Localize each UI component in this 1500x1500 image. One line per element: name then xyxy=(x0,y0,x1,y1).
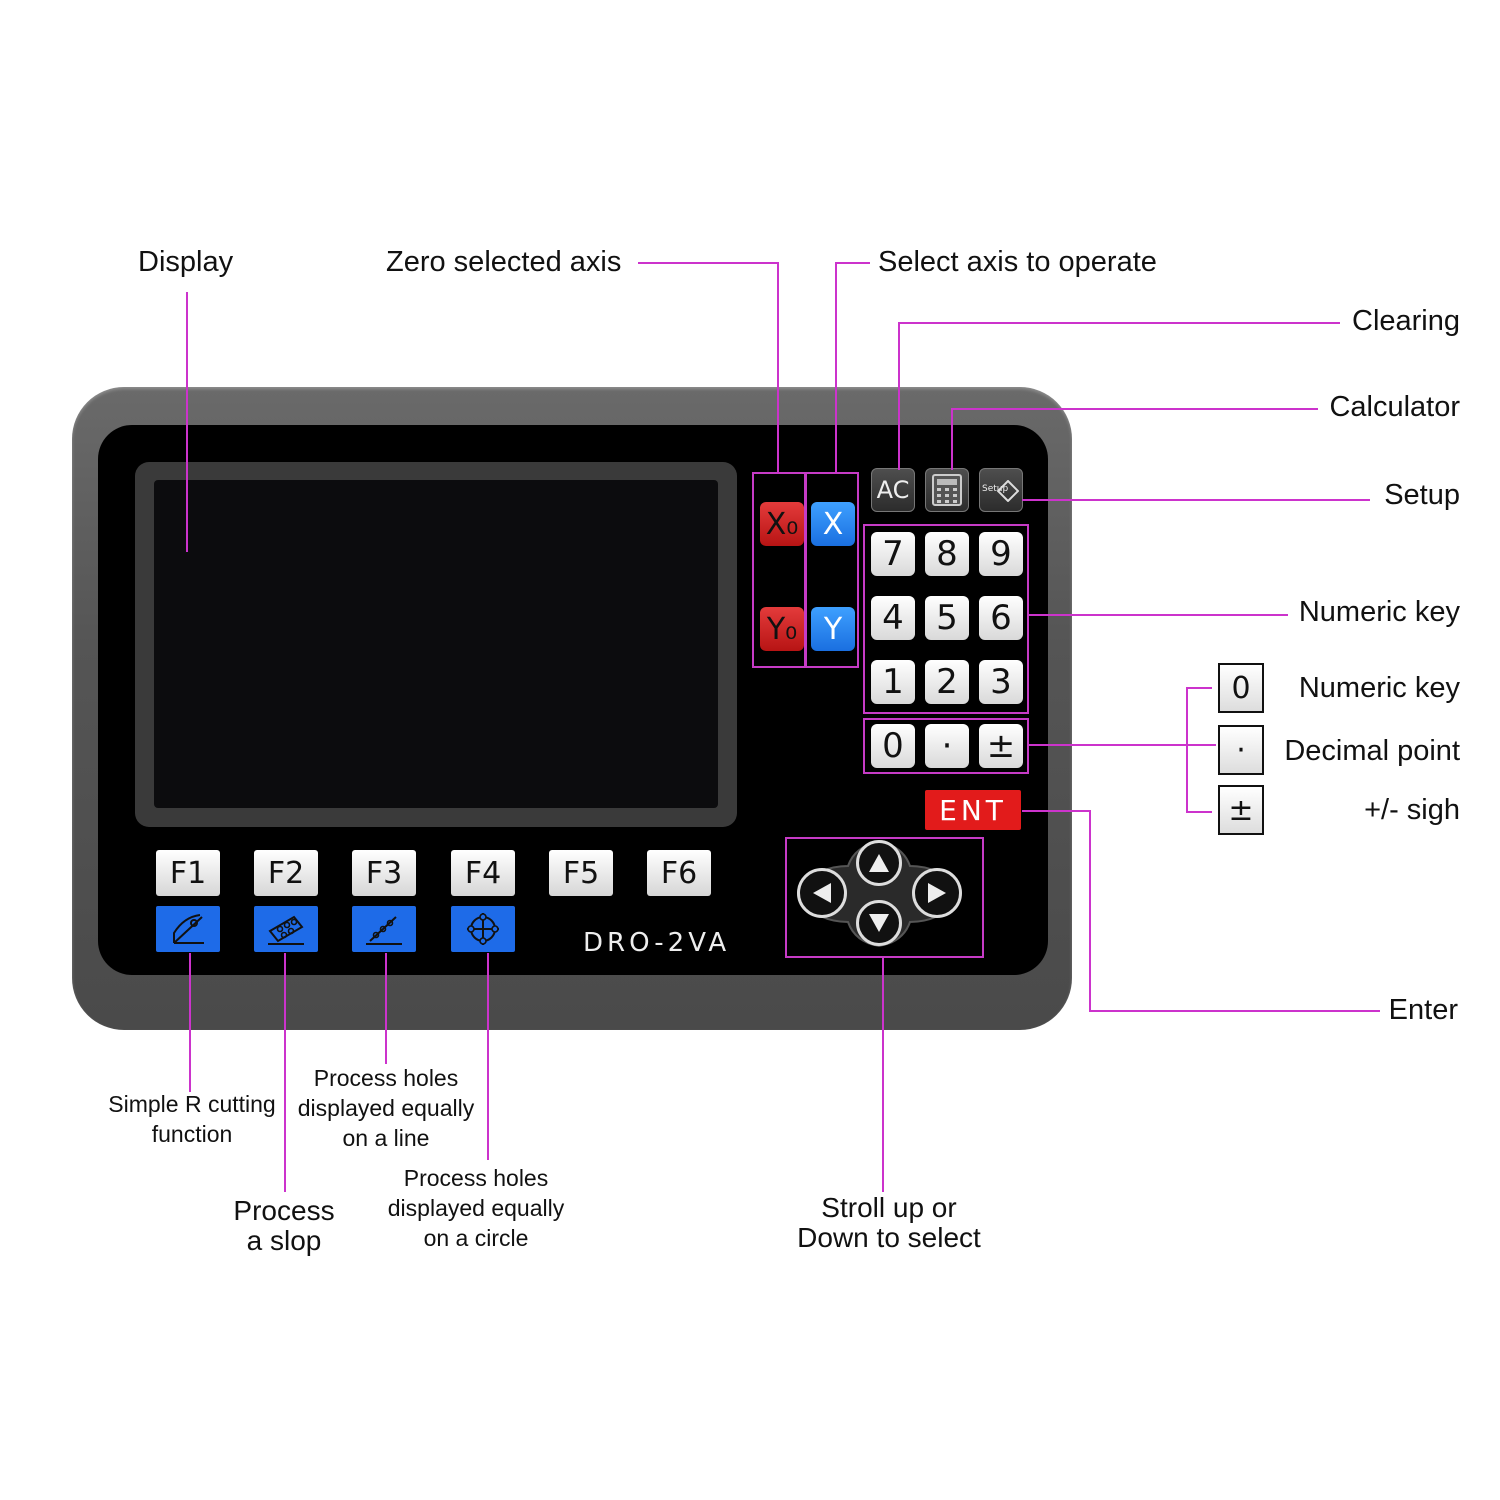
zero-x-key[interactable]: X₀ xyxy=(760,502,804,546)
line-holes-icon xyxy=(366,916,402,945)
arrow-left-icon xyxy=(813,883,831,903)
f4-key[interactable]: F4 xyxy=(451,850,515,896)
setup-key-label: Setup xyxy=(982,484,1009,494)
label-numeric-key-zero: Numeric key xyxy=(1298,672,1460,704)
slope-grid-icon xyxy=(268,915,304,945)
up-button[interactable] xyxy=(856,840,902,886)
numpad-key-5[interactable]: 5 xyxy=(925,596,969,640)
bottom-row-highlight xyxy=(863,718,1029,774)
decimal-point-key[interactable]: · xyxy=(925,724,969,768)
arrow-up-icon xyxy=(869,854,889,872)
numpad-key-7[interactable]: 7 xyxy=(871,532,915,576)
display-screen xyxy=(154,480,718,808)
right-button[interactable] xyxy=(912,868,962,918)
numpad-key-8[interactable]: 8 xyxy=(925,532,969,576)
axis-keys-highlight xyxy=(805,472,859,668)
numpad-key-3[interactable]: 3 xyxy=(979,660,1023,704)
side-key-decimal: · xyxy=(1218,725,1264,775)
label-holes-line: Process holes displayed equally on a lin… xyxy=(297,1065,475,1151)
f1-key[interactable]: F1 xyxy=(156,850,220,896)
f5-key[interactable]: F5 xyxy=(549,850,613,896)
numpad-key-0[interactable]: 0 xyxy=(871,724,915,768)
f2-key[interactable]: F2 xyxy=(254,850,318,896)
setup-diamond-icon xyxy=(997,480,1019,502)
numpad-key-4[interactable]: 4 xyxy=(871,596,915,640)
f3-key[interactable]: F3 xyxy=(352,850,416,896)
label-setup: Setup xyxy=(1384,479,1460,511)
arc-cut-icon xyxy=(173,914,204,944)
slope-key[interactable] xyxy=(254,906,318,952)
arrow-right-icon xyxy=(928,883,946,903)
setup-key[interactable]: Setup xyxy=(979,468,1023,512)
axis-x-key[interactable]: X xyxy=(811,502,855,546)
label-sign: +/- sigh xyxy=(1364,794,1460,826)
numpad-key-6[interactable]: 6 xyxy=(979,596,1023,640)
axis-y-key[interactable]: Y xyxy=(811,607,855,651)
left-button[interactable] xyxy=(797,868,847,918)
zero-y-key[interactable]: Y₀ xyxy=(760,607,804,651)
calculator-key[interactable] xyxy=(925,468,969,512)
label-select-axis: Select axis to operate xyxy=(878,246,1157,278)
calculator-icon xyxy=(932,474,962,506)
clear-ac-key[interactable]: AC xyxy=(871,468,915,512)
model-name: DRO-2VA xyxy=(583,928,731,958)
label-process-slop: Process a slop xyxy=(233,1195,335,1256)
side-key-zero: 0 xyxy=(1218,663,1264,713)
line-holes-key[interactable] xyxy=(352,906,416,952)
numpad-key-1[interactable]: 1 xyxy=(871,660,915,704)
label-numeric-key: Numeric key xyxy=(1298,596,1460,628)
f6-key[interactable]: F6 xyxy=(647,850,711,896)
enter-key[interactable]: ENT xyxy=(925,790,1021,830)
numpad-highlight xyxy=(863,524,1029,714)
circle-holes-icon xyxy=(467,913,499,945)
label-calculator: Calculator xyxy=(1329,391,1460,423)
numpad-key-9[interactable]: 9 xyxy=(979,532,1023,576)
label-enter: Enter xyxy=(1388,994,1458,1026)
zero-keys-highlight xyxy=(752,472,806,668)
label-clearing: Clearing xyxy=(1352,305,1460,337)
circle-holes-key[interactable] xyxy=(451,906,515,952)
label-scroll: Stroll up or Down to select xyxy=(797,1192,981,1253)
label-holes-circle: Process holes displayed equally on a cir… xyxy=(387,1165,565,1251)
r-cutting-key[interactable] xyxy=(156,906,220,952)
arrow-down-icon xyxy=(869,914,889,932)
dpad-highlight xyxy=(785,837,984,958)
sign-key[interactable]: ± xyxy=(979,724,1023,768)
label-decimal-point: Decimal point xyxy=(1284,735,1460,767)
down-button[interactable] xyxy=(856,900,902,946)
label-zero-axis: Zero selected axis xyxy=(386,246,622,278)
side-key-sign: ± xyxy=(1218,785,1264,835)
label-simple-r: Simple R cutting function xyxy=(108,1091,276,1147)
label-display: Display xyxy=(138,246,234,278)
numpad-key-2[interactable]: 2 xyxy=(925,660,969,704)
